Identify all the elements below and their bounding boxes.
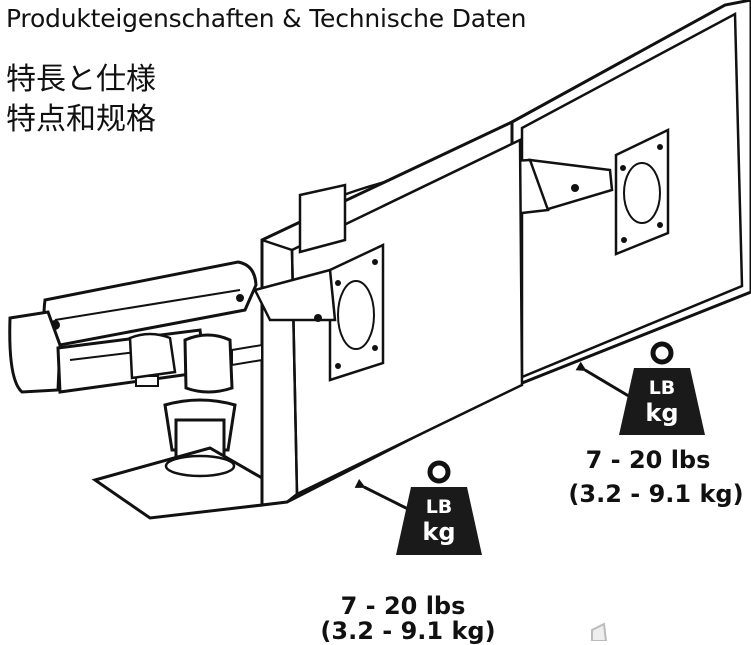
weight-range-kg-left: (3.2 - 9.1 kg) [320, 617, 496, 645]
right-mount-plate [614, 128, 670, 256]
title-japanese: 特長と仕様 [6, 62, 156, 97]
arm-base-assembly [8, 183, 347, 520]
weight-range-lbs-right: 7 - 20 lbs [585, 446, 711, 474]
title-chinese: 特点和规格 [6, 102, 156, 137]
left-monitor [253, 119, 524, 507]
cable-clip [591, 622, 608, 641]
weight-unit-kg: kg [645, 399, 678, 427]
weight-unit-kg: kg [422, 518, 455, 546]
weight-icon-left: LB kg [396, 460, 482, 555]
weight-icon-right: LB kg [619, 341, 705, 435]
weight-unit-lb: LB [649, 377, 676, 399]
title-german: Produkteigenschaften & Technische Daten [6, 4, 527, 33]
weight-unit-lb: LB [426, 496, 453, 518]
weight-range-kg-right: (3.2 - 9.1 kg) [568, 480, 744, 508]
weight-range-lbs-left: 7 - 20 lbs [340, 592, 466, 620]
left-mount-plate [328, 243, 385, 382]
arrow-right-monitor [575, 361, 633, 400]
